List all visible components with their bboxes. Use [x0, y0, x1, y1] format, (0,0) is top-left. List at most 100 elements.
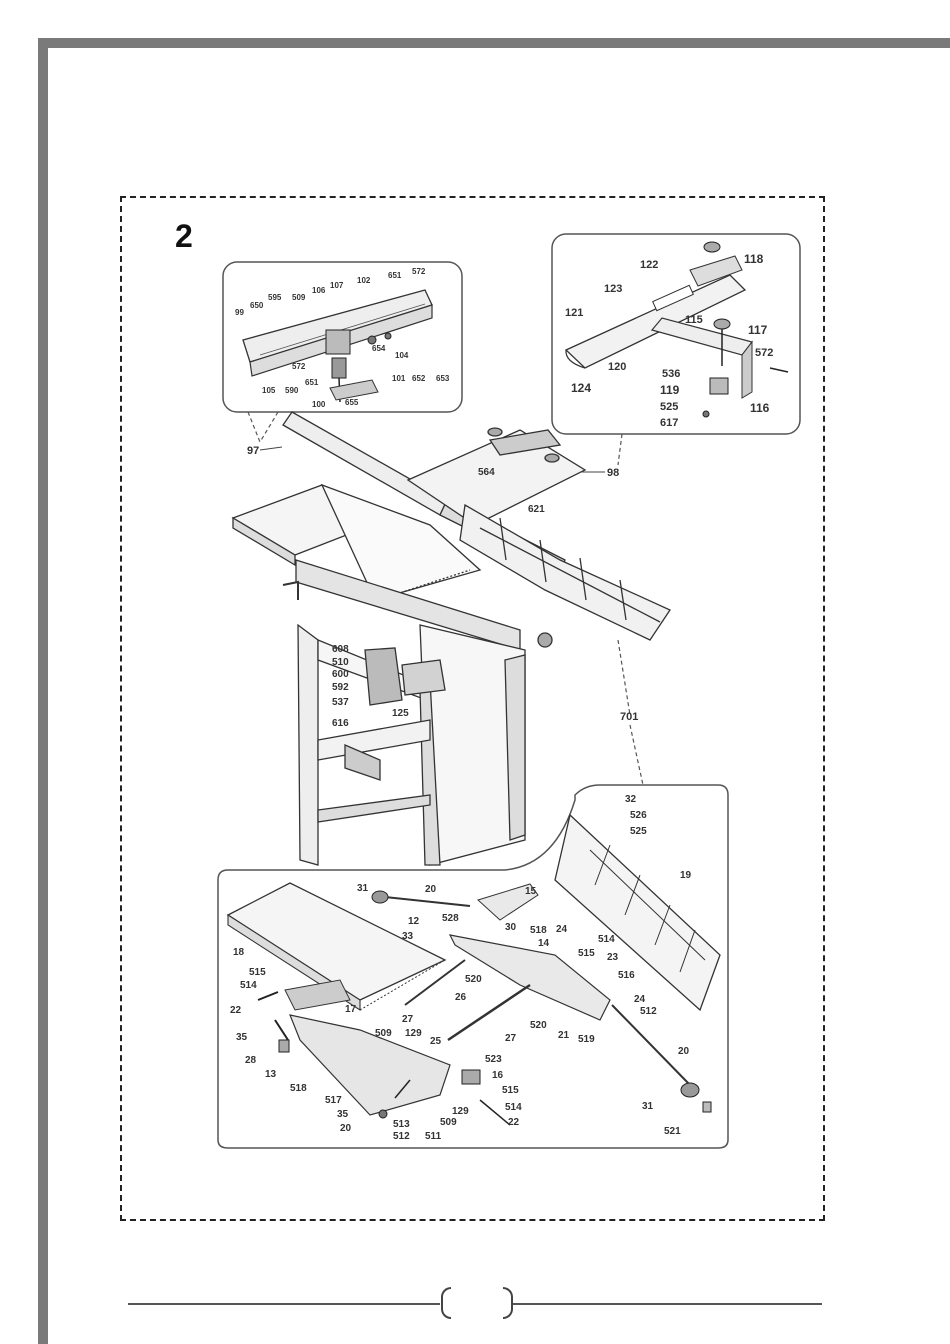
part-label: 515 [249, 967, 266, 978]
part-label: 653 [436, 374, 450, 383]
page-frame-left [38, 38, 48, 1344]
part-label: 21 [558, 1030, 570, 1041]
part-label: 118 [744, 252, 764, 266]
part-label: 564 [478, 467, 495, 478]
part-label: 101 [392, 374, 406, 383]
bracket-right [503, 1287, 513, 1319]
part-label: 16 [492, 1070, 504, 1081]
part-label: 125 [392, 708, 409, 719]
part-label: 100 [312, 400, 326, 409]
part-label: 701 [620, 711, 638, 723]
part-label: 25 [430, 1036, 442, 1047]
part-label: 122 [640, 259, 658, 271]
part-label: 98 [607, 467, 619, 479]
part-label: 511 [425, 1131, 442, 1142]
part-label: 13 [265, 1069, 277, 1080]
part-label: 608 [332, 644, 349, 655]
part-label: 26 [455, 992, 467, 1003]
figure-number: 2 [175, 218, 193, 254]
part-label: 123 [604, 283, 622, 295]
part-label: 514 [505, 1102, 522, 1113]
part-label: 512 [640, 1006, 657, 1017]
part-label: 18 [233, 947, 245, 958]
part-label: 22 [508, 1117, 520, 1128]
part-label: 31 [642, 1101, 654, 1112]
part-label: 115 [685, 314, 703, 326]
part-label: 521 [664, 1126, 681, 1137]
part-label: 525 [660, 401, 678, 413]
part-label: 517 [325, 1095, 342, 1106]
inset-fence-assembly [222, 261, 463, 443]
part-label: 23 [607, 952, 619, 963]
part-label: 28 [245, 1055, 257, 1066]
page-number-badge [441, 1287, 513, 1321]
part-label: 124 [571, 381, 591, 395]
part-label: 572 [755, 347, 773, 359]
part-label: 526 [630, 810, 647, 821]
part-label: 99 [235, 308, 244, 317]
part-labels: 97 98 701 564 621 608 510 600 592 537 61… [230, 252, 773, 1142]
part-label: 509 [375, 1028, 392, 1039]
part-label: 120 [608, 361, 626, 373]
part-label: 104 [395, 351, 409, 360]
inset-guard-assembly [551, 233, 801, 466]
figure-box [120, 196, 825, 1221]
part-label: 24 [634, 994, 646, 1005]
part-label: 119 [660, 383, 680, 397]
part-label: 117 [748, 323, 768, 337]
part-label: 107 [330, 281, 344, 290]
part-label: 520 [465, 974, 482, 985]
part-label: 654 [372, 344, 386, 353]
part-label: 509 [440, 1117, 457, 1128]
part-label: 35 [236, 1032, 248, 1043]
part-label: 537 [332, 697, 349, 708]
part-label: 106 [312, 286, 326, 295]
part-label: 514 [598, 934, 615, 945]
part-label: 22 [230, 1005, 242, 1016]
part-label: 523 [485, 1054, 502, 1065]
inset-table-assembly [217, 784, 729, 1149]
part-label: 30 [505, 922, 517, 933]
bracket-left [441, 1287, 451, 1319]
part-label: 528 [442, 913, 459, 924]
part-label: 513 [393, 1119, 410, 1130]
part-label: 17 [345, 1004, 357, 1015]
part-label: 509 [292, 293, 306, 302]
part-label: 102 [357, 276, 371, 285]
part-label: 32 [625, 794, 637, 805]
part-label: 520 [530, 1020, 547, 1031]
part-label: 515 [578, 948, 595, 959]
part-label: 19 [680, 870, 692, 881]
part-label: 24 [556, 924, 568, 935]
part-label: 516 [618, 970, 635, 981]
part-label: 650 [250, 301, 264, 310]
part-label: 20 [678, 1046, 690, 1057]
part-label: 518 [290, 1083, 307, 1094]
part-label: 33 [402, 931, 414, 942]
part-label: 20 [425, 884, 437, 895]
part-label: 592 [332, 682, 349, 693]
part-label: 35 [337, 1109, 349, 1120]
part-label: 651 [388, 271, 402, 280]
part-label: 121 [565, 307, 583, 319]
part-label: 518 [530, 925, 547, 936]
part-label: 655 [345, 398, 359, 407]
part-label: 525 [630, 826, 647, 837]
part-label: 27 [505, 1033, 517, 1044]
part-label: 129 [452, 1106, 469, 1117]
part-label: 105 [262, 386, 276, 395]
part-label: 514 [240, 980, 257, 991]
part-label: 12 [408, 916, 420, 927]
footer-rule-left [128, 1303, 440, 1305]
part-label: 600 [332, 669, 349, 680]
part-label: 14 [538, 938, 550, 949]
part-label: 515 [502, 1085, 519, 1096]
part-label: 20 [340, 1123, 352, 1134]
part-label: 617 [660, 417, 678, 429]
part-label: 15 [525, 886, 537, 897]
footer-rule-right [512, 1303, 822, 1305]
part-label: 31 [357, 883, 369, 894]
main-machine [231, 411, 671, 866]
part-label: 129 [405, 1028, 422, 1039]
